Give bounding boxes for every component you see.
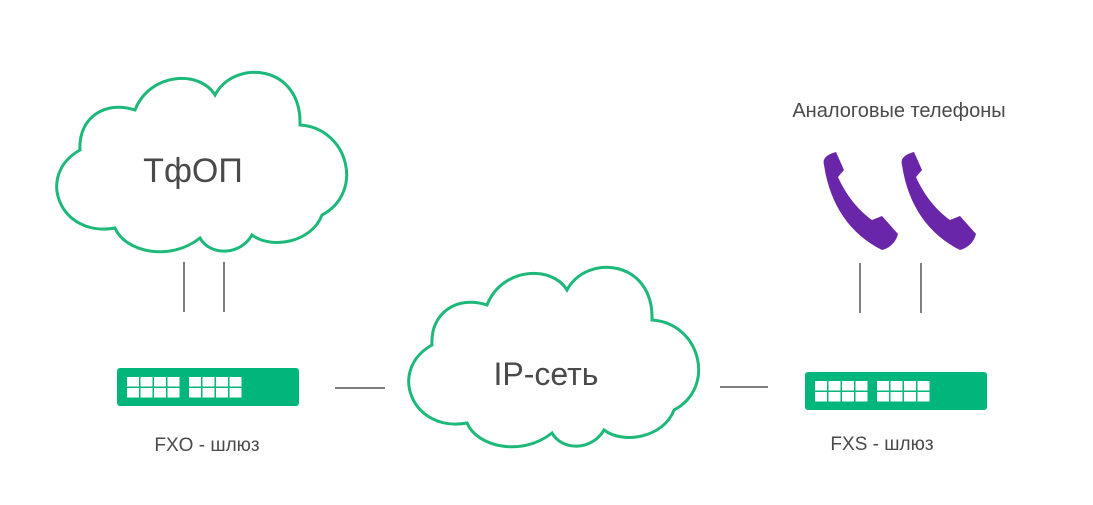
port-icon [815,392,827,402]
gateway-body [117,368,299,406]
phone-icon [901,152,976,250]
port-icon [917,381,930,391]
fxo-gateway-icon [117,368,299,406]
port-icon [229,388,242,398]
port-icon [202,388,215,398]
port-icon [202,377,215,387]
port-icon [167,377,180,387]
pstn-cloud [55,70,349,254]
port-icon [890,392,903,402]
port-icon [917,392,930,402]
fxs-gateway-icon [805,372,987,410]
port-icon [189,388,201,398]
port-icon [855,381,868,391]
port-icon [229,377,242,387]
ip-cloud [407,265,701,449]
port-icon [127,377,139,387]
port-icon [855,392,868,402]
port-icon [815,381,827,391]
port-icon [140,377,153,387]
port-icon [904,381,916,391]
port-icon [842,392,854,402]
port-icon [828,381,841,391]
port-icon [890,381,903,391]
port-icon [216,377,228,387]
port-icon [904,392,916,402]
analog-phones-label: Аналоговые телефоны [792,100,1006,122]
port-icon [877,381,889,391]
port-icon [127,388,139,398]
port-icon [167,388,180,398]
port-icon [828,392,841,402]
fxs-gateway-label: FXS - шлюз [830,434,934,455]
port-icon [154,377,166,387]
ip-network-label: IP-сеть [493,356,599,392]
pstn-label: ТфОП [143,152,243,190]
port-icon [842,381,854,391]
port-icon [140,388,153,398]
gateway-body [805,372,987,410]
fxo-gateway-label: FXO - шлюз [154,435,260,456]
port-icon [189,377,201,387]
port-icon [216,388,228,398]
port-icon [877,392,889,402]
port-icon [154,388,166,398]
phone-icon [823,152,898,250]
